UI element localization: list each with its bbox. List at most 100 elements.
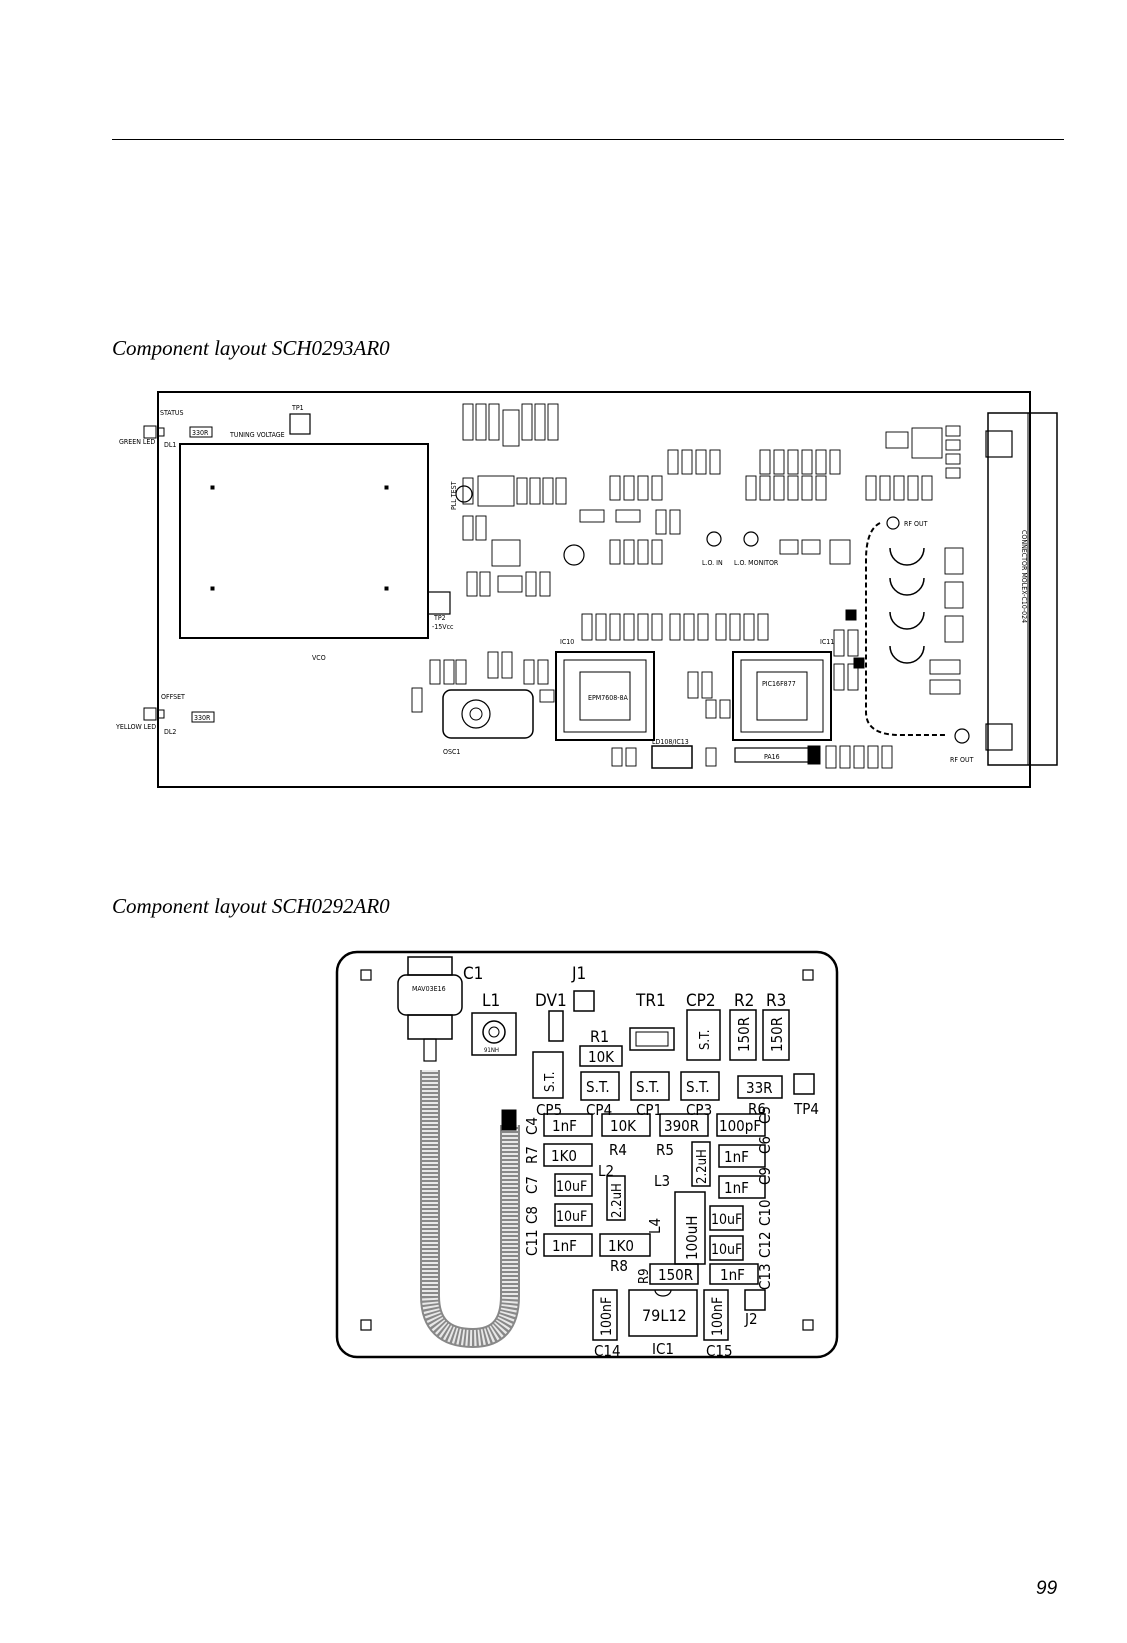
label-l1: L1: [482, 991, 500, 1011]
value-r8: 1K0: [608, 1237, 634, 1255]
label-c8: C8: [523, 1206, 541, 1224]
label-c9: C9: [756, 1167, 774, 1185]
caption-layout-sch0292ar0: Component layout SCH0292AR0: [112, 894, 390, 918]
label-r-status: 330R: [192, 429, 209, 437]
tr1: [629, 1027, 675, 1051]
header-rule: [112, 139, 1064, 140]
value-cp2-st: S.T.: [698, 1030, 713, 1050]
value-ic1: 79L12: [642, 1306, 687, 1325]
j2-pad: [744, 1289, 766, 1311]
label-offset: OFFSET: [161, 693, 185, 701]
value-c10: 10uF: [711, 1212, 742, 1228]
label-cp5: CP5: [536, 1101, 562, 1119]
tp4: [793, 1073, 815, 1095]
label-dl1: DL1: [164, 441, 176, 449]
label-dv1: DV1: [535, 991, 567, 1011]
status-led: [143, 425, 157, 439]
label-lo-in: L.O. IN: [702, 559, 723, 567]
label-r4: R4: [609, 1141, 627, 1159]
value-mavo: MAV03E16: [412, 985, 446, 993]
value-c4: 1nF: [552, 1117, 577, 1135]
label-tuning-voltage: TUNING VOLTAGE: [229, 431, 285, 439]
label-cp3: CP3: [686, 1101, 712, 1119]
coax-cable: [420, 1070, 520, 1349]
value-cp3: 100pF: [719, 1117, 761, 1135]
label-rf-out-top: RF OUT: [904, 520, 928, 528]
label-cp4: CP4: [586, 1101, 612, 1119]
label-l4: L4: [646, 1218, 664, 1234]
value-c14: 100nF: [599, 1297, 615, 1336]
board2-outline: [335, 950, 839, 1359]
label-r6: R6: [748, 1100, 766, 1118]
value-c9: 1nF: [724, 1179, 749, 1197]
label-l2: L2: [598, 1162, 614, 1180]
label-c10: C10: [756, 1199, 774, 1226]
label-r2: R2: [734, 991, 754, 1011]
label-ic10: IC10: [560, 638, 574, 646]
value-r1: 10K: [588, 1048, 615, 1066]
label-ld108: LD108/IC13: [652, 738, 689, 746]
label-c15: C15: [706, 1342, 733, 1360]
label-c11: C11: [523, 1229, 541, 1256]
value-c12: 10uF: [711, 1242, 742, 1258]
tp1-pad: [289, 413, 311, 435]
r2: [729, 1009, 757, 1061]
value-c11: 1nF: [552, 1237, 577, 1255]
r6: [737, 1075, 783, 1099]
label-pa16: PA16: [764, 753, 780, 761]
value-cp4: 10K: [610, 1117, 637, 1135]
r1: [579, 1045, 623, 1067]
value-cp1-st: S.T.: [686, 1078, 710, 1096]
cp4-st: [630, 1071, 670, 1101]
label-c6: C6: [756, 1136, 774, 1154]
label-ic11: IC11: [820, 638, 834, 646]
ic1-regulator: [628, 1289, 698, 1337]
value-l2: 2.2uH: [610, 1183, 625, 1218]
label-status: STATUS: [160, 409, 184, 417]
label-tp4: TP4: [793, 1100, 819, 1118]
value-r3: 150R: [768, 1017, 786, 1052]
vco-module: [179, 443, 429, 639]
board1: [143, 391, 1058, 788]
label-connector: CONNECTOR MOLEX-C10-024: [1020, 530, 1028, 623]
value-c7: 10uF: [556, 1179, 587, 1195]
board1-edge-connector: [987, 412, 1058, 766]
label-r7: R7: [523, 1146, 541, 1164]
label-l3: L3: [654, 1172, 670, 1190]
page-number: 99: [1036, 1578, 1058, 1599]
value-cp5-st: S.T.: [586, 1078, 610, 1096]
label-c14: C14: [594, 1342, 621, 1360]
value-c8: 10uF: [556, 1209, 587, 1225]
offset-led: [143, 707, 157, 721]
label-pll-test: PLL TEST: [450, 481, 458, 510]
l1-inductor: [471, 1012, 517, 1056]
label-cp1: CP1: [636, 1101, 662, 1119]
value-l4: 100uH: [683, 1216, 701, 1260]
label-j2: J2: [744, 1310, 758, 1328]
label-lo-monitor: L.O. MONITOR: [734, 559, 779, 567]
label-pic: PIC16F877: [762, 680, 796, 688]
value-c13: 1nF: [720, 1266, 745, 1284]
caption-layout-sch0293ar0: Component layout SCH0293AR0: [112, 336, 390, 360]
label-c1: C1: [463, 964, 483, 984]
label-c13: C13: [756, 1263, 774, 1290]
label-osc1: OSC1: [443, 748, 460, 756]
value-cp1: 390R: [664, 1117, 699, 1135]
label-rf-out-bottom: RF OUT: [950, 756, 974, 764]
cp2-st: [686, 1009, 721, 1061]
label-epm: EPM7608-8A: [588, 694, 629, 702]
label-j1: J1: [571, 964, 586, 984]
label-c12: C12: [756, 1231, 774, 1258]
j1-pad: [573, 990, 595, 1012]
label-r9: R9: [637, 1268, 652, 1284]
coax-connector: [407, 956, 453, 976]
value-cp4-st: S.T.: [636, 1078, 660, 1096]
label-tp1: TP1: [291, 404, 304, 412]
board1-outline: [157, 391, 1031, 788]
value-c6: 1nF: [724, 1148, 749, 1166]
label-r3: R3: [766, 991, 786, 1011]
label-tr1: TR1: [635, 991, 666, 1011]
ic10-epm: [555, 651, 655, 741]
label-r-offset: 330R: [194, 714, 211, 722]
